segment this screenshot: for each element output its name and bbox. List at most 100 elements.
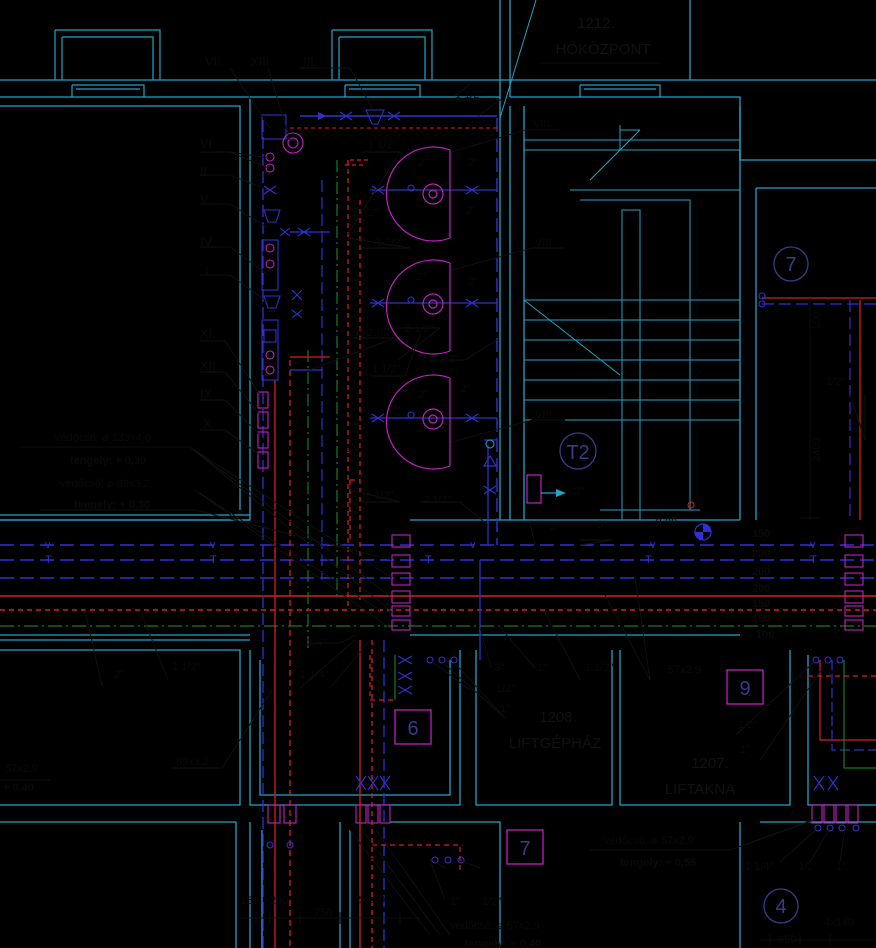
pipe-size: 2": [468, 276, 478, 288]
equipment-label: VIII.: [535, 237, 555, 249]
main-pipes: [0, 514, 876, 641]
pipe-size: 1/2": [738, 719, 757, 731]
elevation-marker: [687, 501, 712, 541]
pipe-size: 1/2": [496, 683, 515, 695]
room-badges: [394, 246, 809, 924]
flow-t: T: [45, 554, 52, 566]
top-supply-line: [290, 109, 497, 129]
pipe-size: 1 1/2": [455, 89, 483, 101]
vertical-dimension-labels: 100 2400: [811, 312, 823, 462]
pipe-size: 1": [537, 662, 547, 674]
pipe-size: 76x2,9: [350, 327, 383, 339]
room-1207-name: LIFTAKNA: [665, 781, 736, 798]
pipe-size: 1": [500, 703, 510, 715]
dim-label: 200: [270, 895, 288, 907]
elevation-value: -2,00: [652, 517, 677, 529]
equipment-label: VII.: [205, 54, 225, 69]
bottom-dimension-labels: 150 200 750 2x140 650 4x140: [240, 894, 854, 946]
pipe-size: 57x2,9: [5, 763, 38, 775]
sleeve-axis: tengely: + 0,30: [74, 499, 150, 511]
sleeve-label: védőcső: ⌀ 57x2,9: [450, 920, 540, 932]
dim-label: 2400: [811, 438, 823, 462]
equipment-label: V.: [200, 192, 211, 207]
pipe-size: 57x2,9: [668, 664, 701, 676]
pipe-size: 2 1/2": [423, 494, 451, 506]
dimension-lines: [240, 298, 876, 946]
pump-valves: [371, 184, 479, 423]
room-labels: 1212. HŐKÖZPONT 1208. LIFTGÉPHÁZ 1207. L…: [509, 15, 736, 798]
room-1207-number: 1207.: [691, 755, 729, 772]
pipe-size: + 0,40: [3, 782, 34, 794]
flow-v: v: [45, 539, 51, 551]
svg-text:v: v: [210, 539, 216, 551]
tag-t2: T2: [566, 442, 589, 464]
dim-label: 200: [752, 548, 770, 560]
right-dimension-labels: 150 200 200 200 150 150 100: [752, 528, 774, 641]
pump-2: [385, 259, 451, 355]
pipe-size: 2": [460, 383, 470, 395]
pipe-size: 1 1/2": [368, 139, 396, 151]
room-1212-leader: [499, 0, 537, 119]
pipe-size: 1 1/2": [172, 661, 200, 673]
room-1208-number: 1208.: [539, 709, 577, 726]
equipment-label: XIII.: [250, 54, 273, 69]
room-badge: 7: [785, 254, 796, 276]
circulation-pumps: [385, 146, 451, 470]
room-badge: 4: [775, 896, 786, 918]
pipe-size: 1 1/2": [350, 207, 378, 219]
equipment-label: III.: [303, 54, 317, 69]
pipe-size: 1 1/2": [372, 363, 400, 375]
pipe-size: 1 1/2": [376, 237, 404, 249]
expansion-vessel: [482, 439, 566, 504]
svg-text:T: T: [210, 554, 217, 566]
dim-label: 2x140: [355, 894, 385, 906]
svg-text:v: v: [650, 539, 656, 551]
equipment-label: VI.: [200, 136, 216, 151]
dim-label: 650: [778, 934, 796, 946]
dim-label: 150: [240, 895, 258, 907]
pipe-size: 2 1/2": [430, 353, 458, 365]
sleeve-label: védőcső: ⌀ 57x2,9: [604, 835, 694, 847]
room-1208-name: LIFTGÉPHÁZ: [509, 735, 602, 752]
pipe-size: 89x3,2: [176, 756, 209, 768]
staircase: [523, 125, 741, 521]
sleeve-label: védőcső: ⌀ 133x4,0: [55, 432, 151, 444]
pipe-size: 1": [450, 896, 460, 908]
windows: [54, 29, 661, 97]
wall-sleeves: [257, 391, 864, 824]
dim-label: 150: [752, 598, 770, 610]
equipment-label: XI.: [200, 326, 216, 341]
svg-text:T: T: [810, 554, 817, 566]
dim-label: 200: [752, 583, 770, 595]
room-badge: 9: [739, 678, 750, 700]
room-badge: 6: [407, 718, 418, 740]
svg-text:T: T: [645, 554, 652, 566]
pipe-size: 2": [418, 157, 428, 169]
equipment-label: VIII.: [535, 409, 555, 421]
dim-label: 4x140: [824, 917, 854, 929]
equipment-column: [261, 114, 311, 381]
right-room-pipes: [369, 655, 876, 870]
pump-1: [385, 146, 451, 242]
equipment-label: IV.: [200, 234, 215, 249]
sleeve-axis: tengely: + 0,40: [465, 938, 541, 948]
pump-branches: [290, 159, 497, 540]
svg-text:v: v: [810, 539, 816, 551]
equipment-label: IX.: [200, 386, 216, 401]
pipe-size: 3": [597, 519, 607, 531]
pipe-size: 2 1/2": [365, 490, 393, 502]
room-1212-name: HŐKÖZPONT: [555, 40, 650, 58]
pipe-size: 2": [114, 669, 124, 681]
pipe-size: 2": [418, 389, 428, 401]
pipe-size: 1": [836, 861, 846, 873]
dim-label: 200: [752, 566, 770, 578]
pipe-size: 2": [468, 157, 478, 169]
pipe-size: 3": [550, 521, 560, 533]
branch-valves: [266, 292, 860, 864]
room-badge-numbers: 7 6 7 9 4: [407, 254, 796, 918]
pipe-size: 2": [345, 443, 355, 455]
pipe-size: 1": [740, 744, 750, 756]
sleeve-annotations: védőcső: ⌀ 133x4,0 tengely: + 0,30 védőc…: [55, 432, 696, 948]
